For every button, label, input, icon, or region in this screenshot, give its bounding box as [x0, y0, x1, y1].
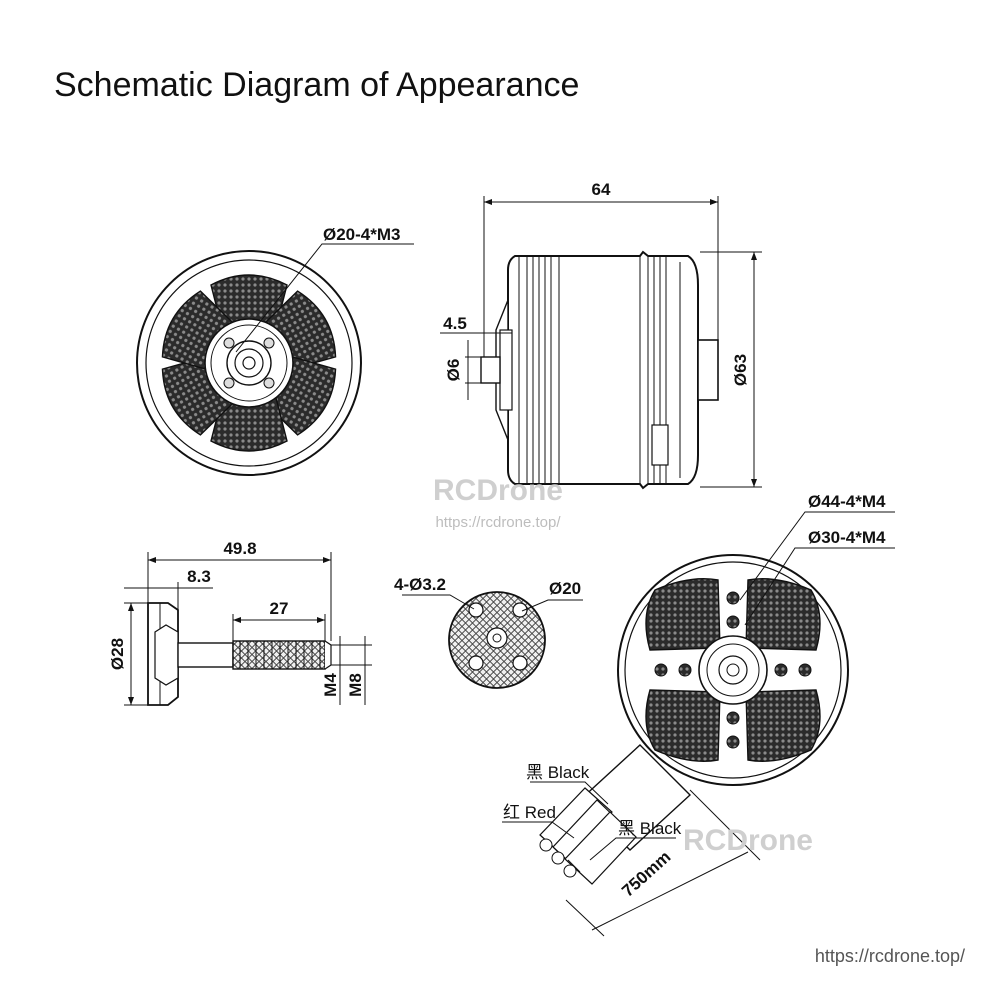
- front-view: Ø20-4*M3: [136, 225, 414, 476]
- watermark-url: https://rcdrone.top/: [435, 514, 561, 531]
- watermark-brand: RCDrone: [433, 474, 563, 507]
- prop-thread-label: 27: [270, 599, 289, 618]
- mount-plate: 4-Ø3.2 Ø20: [394, 575, 583, 689]
- wire-red-label: 红 Red: [503, 803, 556, 822]
- watermark-brand-2: RCDrone: [683, 824, 813, 857]
- page-title: Schematic Diagram of Appearance: [54, 66, 580, 104]
- rear-holes-44-label: Ø44-4*M4: [808, 492, 886, 511]
- prop-flange-label: 8.3: [187, 567, 211, 586]
- length-label: 64: [592, 180, 611, 199]
- prop-adapter: 49.8 8.3 27 Ø28 M4 M8: [108, 539, 372, 706]
- shaft-ext-label: 4.5: [443, 314, 467, 333]
- thread-m4-label: M4: [321, 673, 340, 697]
- thread-m8-label: M8: [346, 673, 365, 697]
- rear-view: Ø44-4*M4 Ø30-4*M4 750mm 黑 Black 红 Red 黑 …: [502, 492, 895, 937]
- wire-black-bottom-label: 黑 Black: [618, 819, 682, 838]
- shaft-dia-label: Ø6: [444, 359, 463, 382]
- plate-dia-label: Ø20: [549, 579, 581, 598]
- body-dia-label: Ø63: [731, 354, 750, 386]
- wire-black-top-label: 黑 Black: [526, 763, 590, 782]
- prop-dia-label: Ø28: [108, 638, 127, 670]
- plate-holes-label: 4-Ø3.2: [394, 575, 446, 594]
- front-holes-label: Ø20-4*M3: [323, 225, 400, 244]
- rear-holes-30-label: Ø30-4*M4: [808, 528, 886, 547]
- footer-url: https://rcdrone.top/: [815, 946, 965, 966]
- prop-total-label: 49.8: [223, 539, 256, 558]
- side-view: 64 4.5 Ø6 Ø63: [440, 180, 762, 490]
